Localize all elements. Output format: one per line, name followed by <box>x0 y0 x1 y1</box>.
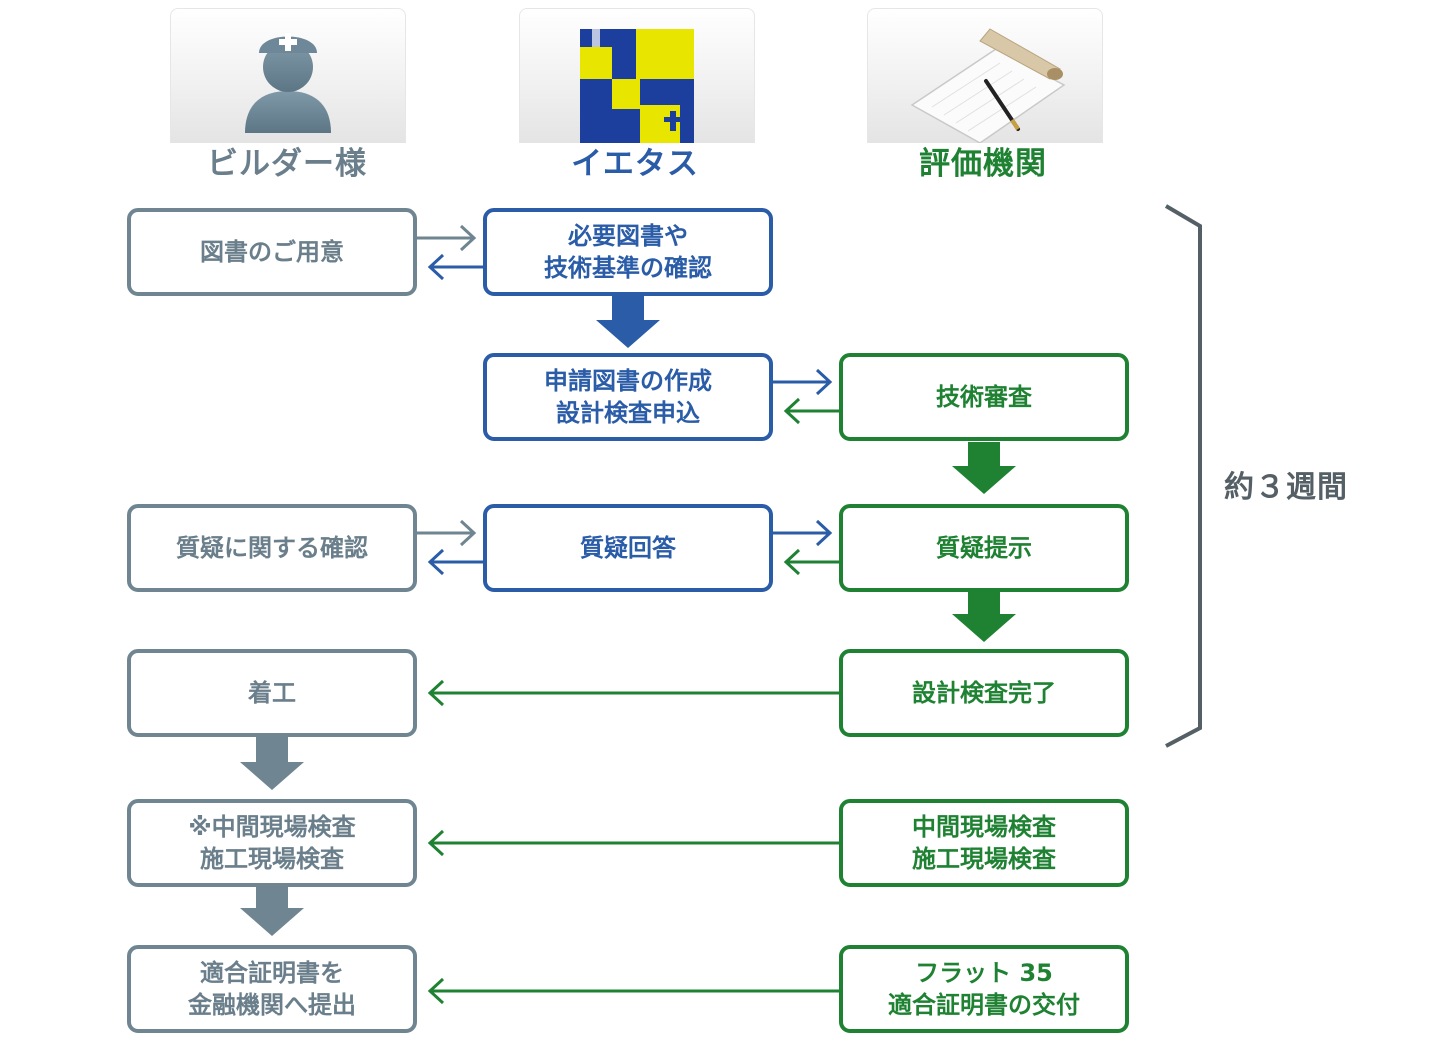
box-qa-answer: 質疑回答 <box>483 504 773 592</box>
ietas-logo-icon <box>580 29 694 143</box>
box-check-docs: 必要図書や 技術基準の確認 <box>483 208 773 296</box>
down-arrow-agency-1 <box>952 442 1016 494</box>
arrow-agency-to-builder-5 <box>427 829 841 857</box>
ietas-icon-card <box>519 8 755 143</box>
arrow-agency-to-ietas-2 <box>783 397 841 425</box>
box-create-application: 申請図書の作成 設計検査申込 <box>483 353 773 441</box>
box-qa-present: 質疑提示 <box>839 504 1129 592</box>
arrow-agency-to-builder-4 <box>427 679 841 707</box>
box-construction-start: 着工 <box>127 649 417 737</box>
arrow-ietas-to-builder-3 <box>427 548 485 576</box>
arrow-ietas-to-builder-1 <box>427 253 485 281</box>
arrow-ietas-to-agency-3 <box>773 519 833 547</box>
builder-icon-card <box>170 8 406 143</box>
agency-column-title: 評価機関 <box>919 146 1047 182</box>
down-arrow-agency-2 <box>952 592 1016 642</box>
box-prepare-docs: 図書のご用意 <box>127 208 417 296</box>
arrow-agency-to-builder-6 <box>427 977 841 1005</box>
arrow-ietas-to-agency-2 <box>773 368 833 396</box>
builder-person-icon <box>245 33 331 133</box>
box-builder-inspections: ※中間現場検査 施工現場検査 <box>127 799 417 887</box>
box-agency-inspections: 中間現場検査 施工現場検査 <box>839 799 1129 887</box>
box-builder-qa-check: 質疑に関する確認 <box>127 504 417 592</box>
box-submit-certificate: 適合証明書を 金融機関へ提出 <box>127 945 417 1033</box>
box-tech-review: 技術審査 <box>839 353 1129 441</box>
period-label: 約３週間 <box>1224 470 1348 505</box>
down-arrow-ietas <box>596 296 660 348</box>
agency-document-icon <box>910 28 1066 143</box>
down-arrow-builder-1 <box>240 736 304 790</box>
period-bracket <box>1164 204 1202 748</box>
agency-icon-card <box>867 8 1103 143</box>
arrow-builder-to-ietas-3 <box>417 519 477 547</box>
ietas-column-title: イエタス <box>571 146 699 182</box>
arrow-builder-to-ietas-1 <box>417 224 477 252</box>
box-issue-certificate: フラット 35 適合証明書の交付 <box>839 945 1129 1033</box>
box-design-check-done: 設計検査完了 <box>839 649 1129 737</box>
arrow-agency-to-ietas-3 <box>783 548 841 576</box>
down-arrow-builder-2 <box>240 885 304 936</box>
builder-column-title: ビルダー様 <box>207 146 367 182</box>
